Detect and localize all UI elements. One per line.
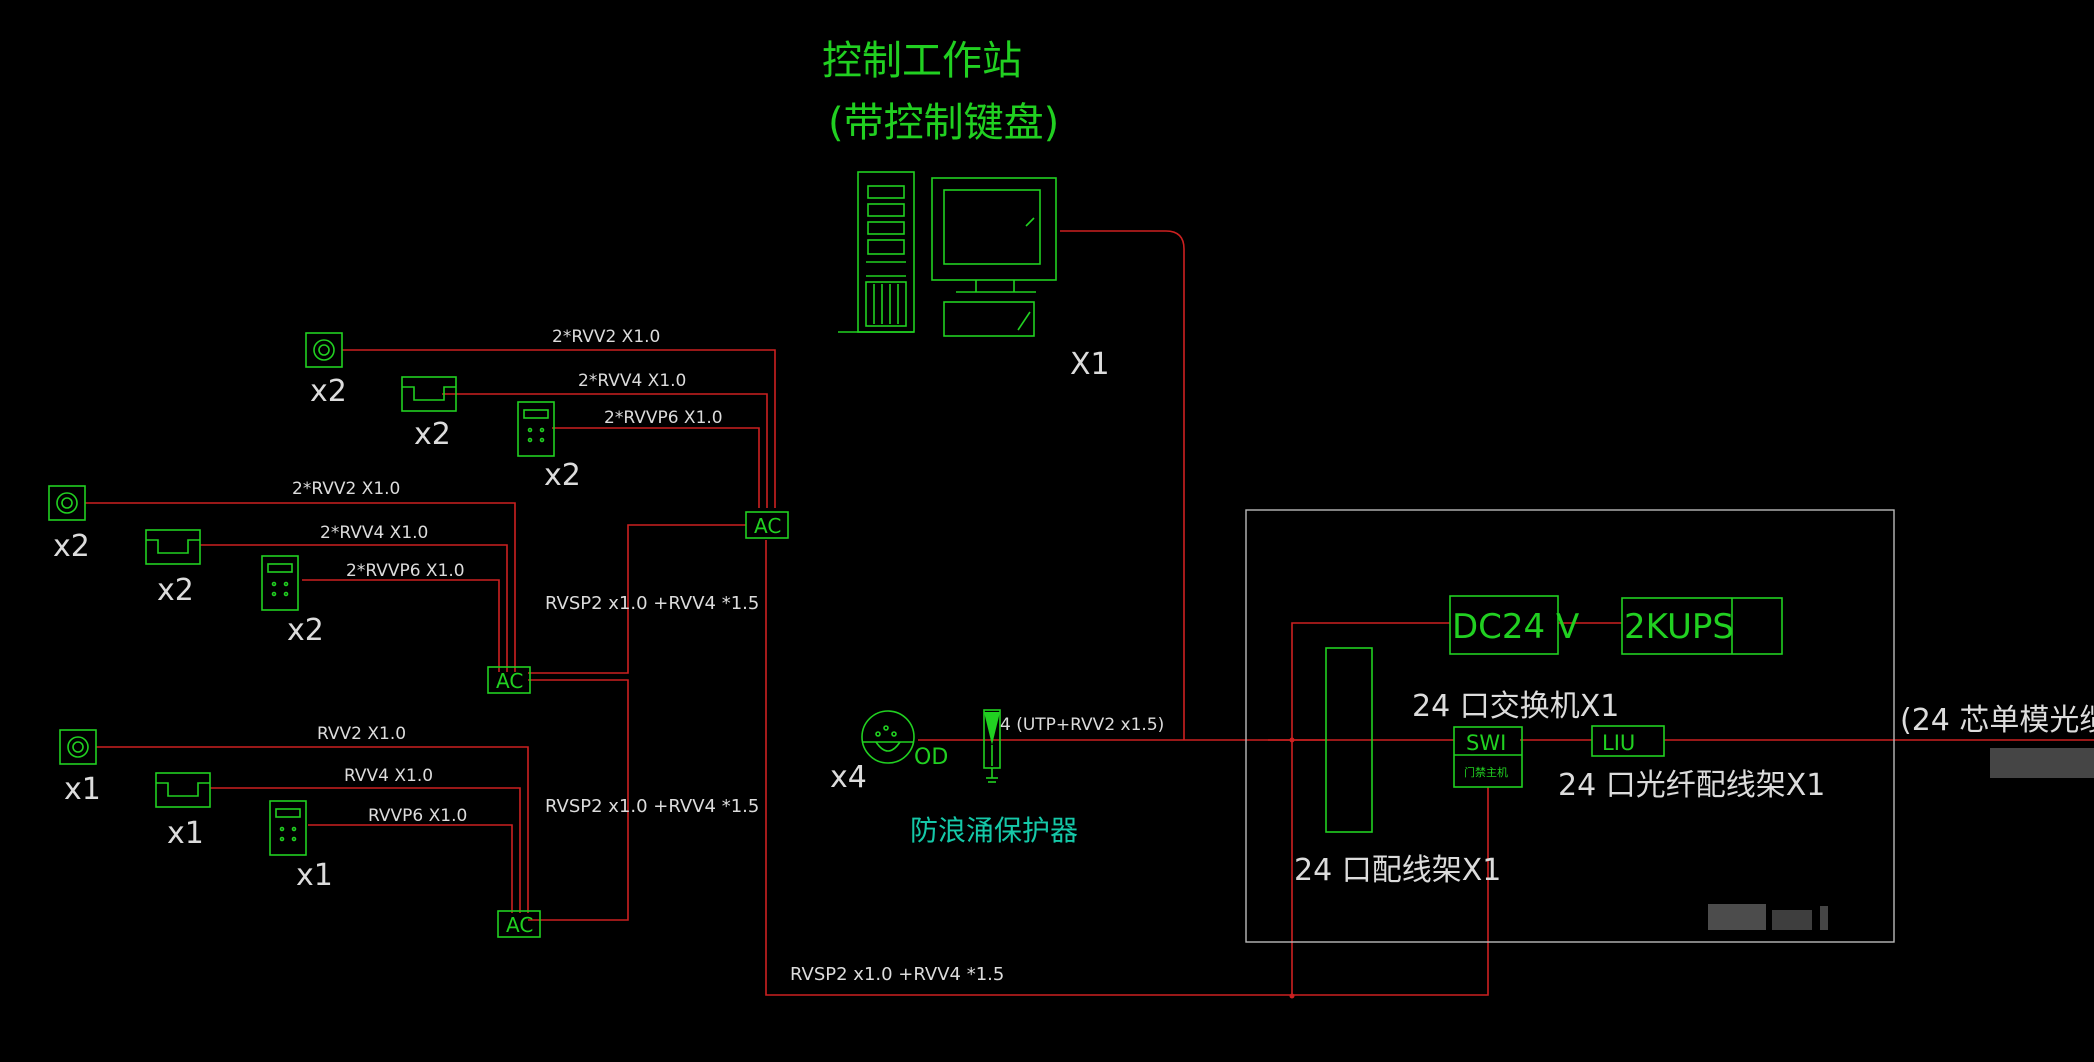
liu-label: LIU [1602, 731, 1635, 755]
switch-label: SWI [1466, 731, 1506, 755]
device-group-1: x2 x2 x2 2*RVV2 X1.0 2*RVV4 X1.0 2*RVVP6… [305, 327, 789, 539]
switch-title: 24 口交换机X1 [1412, 689, 1619, 724]
exit-button-count: x1 [167, 816, 204, 851]
lock-cable-label: 2*RVVP6 X1.0 [604, 408, 723, 428]
surge-cable-label: 4 (UTP+RVV2 x1.5) [1000, 715, 1164, 735]
access-controller-3: AC [497, 910, 541, 938]
wiring [85, 230, 2094, 996]
blurred-watermark-right [1990, 748, 2094, 778]
od-label: OD [914, 745, 948, 770]
ups-label: 2KUPS [1624, 607, 1734, 647]
workstation-subtitle: (带控制键盘) [828, 100, 1059, 146]
workstation-title: 控制工作站 [822, 38, 1022, 84]
lock-cable-label: 2*RVVP6 X1.0 [346, 561, 465, 581]
controller-label: AC [496, 669, 523, 693]
fiber-interface-unit: LIU [1591, 725, 1665, 757]
card-reader-count: x2 [310, 374, 347, 409]
exit-button-icon [155, 772, 211, 808]
access-controller-2: AC [487, 666, 531, 694]
card-reader-count: x1 [64, 772, 101, 807]
surge-protector-icon [983, 709, 1001, 783]
workstation-count: X1 [1070, 347, 1110, 382]
reader-cable-label: 2*RVV2 X1.0 [552, 327, 660, 347]
network-switch: SWI 门禁主机 [1453, 726, 1523, 788]
door-lock-icon [269, 800, 307, 856]
button-cable-label: 2*RVV4 X1.0 [320, 523, 428, 543]
surge-section: x4 OD 4 (UTP+RVV2 x1.5) 防浪涌保护器 [830, 709, 1164, 847]
fiber-panel-label: 24 口光纤配线架X1 [1558, 768, 1825, 803]
card-reader-icon [305, 332, 343, 368]
workstation: 控制工作站 (带控制键盘) X [822, 38, 1110, 382]
ups-unit: 2KUPS [1621, 597, 1783, 655]
dc24v-label: DC24 V [1452, 607, 1579, 647]
device-group-2: x2 x2 x2 2*RVV2 X1.0 2*RVV4 X1.0 2*RVVP6… [48, 479, 531, 694]
door-lock-icon [261, 555, 299, 611]
door-lock-icon [517, 401, 555, 457]
exit-button-icon [145, 529, 201, 565]
controller-label: AC [506, 913, 533, 937]
card-reader-icon [48, 485, 86, 521]
patch-panel-label: 24 口配线架X1 [1294, 853, 1501, 888]
reader-cable-label: 2*RVV2 X1.0 [292, 479, 400, 499]
card-reader-icon [59, 729, 97, 765]
fiber-cable-label: (24 芯单模光缆) [1900, 703, 2094, 738]
blurred-watermark [1708, 904, 1828, 930]
exit-button-count: x2 [414, 417, 451, 452]
exit-button-icon [401, 376, 457, 412]
monitor-icon [931, 177, 1057, 337]
access-controller-1: AC [745, 511, 789, 539]
door-lock-count: x2 [544, 458, 581, 493]
exit-button-count: x2 [157, 573, 194, 608]
bus-cable-bottom: RVSP2 x1.0 +RVV4 *1.5 [790, 964, 1004, 985]
lock-cable-label: RVVP6 X1.0 [368, 806, 467, 826]
computer-tower-icon [838, 171, 915, 333]
surge-protector-name: 防浪涌保护器 [910, 814, 1078, 847]
camera-dome-icon [861, 710, 915, 764]
controller-label: AC [754, 514, 781, 538]
door-lock-count: x2 [287, 613, 324, 648]
device-group-3: x1 x1 x1 RVV2 X1.0 RVV4 X1.0 RVVP6 X1.0 … [59, 724, 541, 938]
bus-cable-middle: RVSP2 x1.0 +RVV4 *1.5 [545, 796, 759, 817]
patch-panel [1325, 647, 1373, 833]
button-cable-label: 2*RVV4 X1.0 [578, 371, 686, 391]
switch-sub-label: 门禁主机 [1464, 765, 1508, 779]
equipment-cabinet: DC24 V 2KUPS 24 口交换机X1 SWI 门禁主机 LIU 24 口… [1245, 509, 1895, 943]
bus-cable-upper: RVSP2 x1.0 +RVV4 *1.5 [545, 593, 759, 614]
reader-cable-label: RVV2 X1.0 [317, 724, 406, 744]
dc24v-power: DC24 V [1449, 595, 1579, 655]
card-reader-count: x2 [53, 529, 90, 564]
door-lock-count: x1 [296, 858, 333, 893]
surge-device-count: x4 [830, 760, 867, 795]
button-cable-label: RVV4 X1.0 [344, 766, 433, 786]
